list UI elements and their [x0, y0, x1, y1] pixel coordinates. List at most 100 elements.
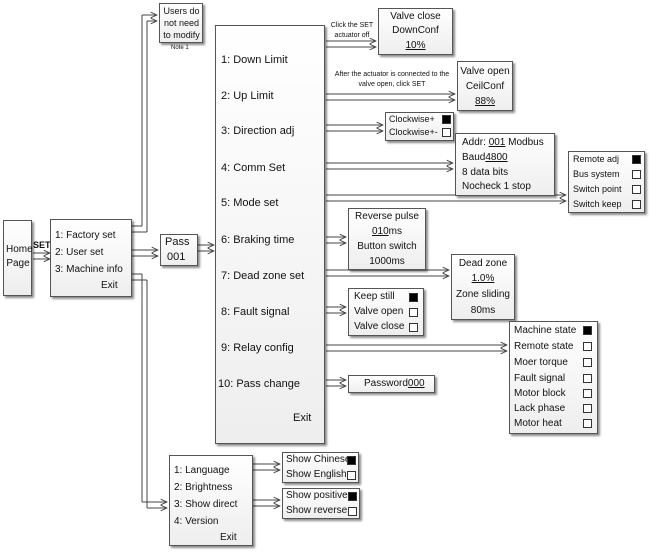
password-label: Password	[364, 378, 408, 389]
user-item-language[interactable]: 1: Language	[174, 465, 230, 476]
relay-checkbox-2[interactable]	[583, 342, 592, 351]
factory-item-direction-adj[interactable]: 3: Direction adj	[221, 125, 295, 137]
relay-option-fault-signal[interactable]: Fault signal	[514, 373, 566, 384]
fault-option-valve-close[interactable]: Valve close	[354, 321, 405, 332]
fault-option-keep-still[interactable]: Keep still	[354, 291, 395, 302]
user-item-version[interactable]: 4: Version	[174, 516, 219, 527]
factory-menu-exit[interactable]: Exit	[293, 412, 312, 424]
dead-zone-line3: Zone sliding	[456, 289, 510, 300]
factory-item-mode-set[interactable]: 5: Mode set	[221, 197, 279, 209]
factory-item-relay-config[interactable]: 9: Relay config	[221, 342, 294, 354]
user-menu-box: 1: Language 2: Brightness 3: Show direct…	[169, 455, 253, 546]
show-direct-checkbox-2[interactable]	[348, 507, 357, 516]
dead-zone-title: Dead zone	[458, 258, 508, 269]
relay-checkbox-3[interactable]	[583, 358, 592, 367]
show-direct-options-box: Show positive Show reverse	[282, 488, 360, 519]
mode-checkbox-2[interactable]	[632, 170, 641, 179]
relay-checkbox-6[interactable]	[583, 404, 592, 413]
user-item-brightness[interactable]: 2: Brightness	[174, 482, 233, 493]
braking-value[interactable]: 010	[371, 226, 389, 237]
factory-item-pass-change[interactable]: 10: Pass change	[218, 378, 300, 390]
factory-item-comm-set[interactable]: 4: Comm Set	[221, 162, 286, 174]
comm-protocol: Modbus	[508, 137, 544, 148]
relay-option-moer-torque[interactable]: Moer torque	[514, 357, 568, 368]
user-menu-exit[interactable]: Exit	[220, 532, 237, 543]
up-limit-value: 88%	[474, 96, 495, 107]
language-option-chinese[interactable]: Show Chinese	[286, 454, 351, 465]
menu-item-user-set[interactable]: 2: User set	[55, 247, 104, 258]
mode-option-remote-adj[interactable]: Remote adj	[573, 154, 620, 164]
direction-option-clockwise-plus-minus[interactable]: Clockwise+-	[389, 127, 438, 137]
home-page-label: Home Page	[6, 244, 33, 269]
braking-line1: Reverse pulse	[355, 211, 419, 222]
comm-baud-value[interactable]: 4800	[485, 152, 508, 163]
factory-item-up-limit[interactable]: 2: Up Limit	[221, 90, 274, 102]
relay-checkbox-7[interactable]	[583, 419, 592, 428]
down-limit-line1: Valve close	[390, 11, 441, 22]
mode-checkbox-3[interactable]	[632, 185, 641, 194]
relay-checkbox-4[interactable]	[583, 374, 592, 383]
show-direct-option-positive[interactable]: Show positive	[286, 490, 348, 501]
menu-item-factory-set[interactable]: 1: Factory set	[55, 230, 116, 241]
show-direct-option-reverse[interactable]: Show reverse	[286, 505, 348, 516]
direction-options-box: Clockwise+ Clockwise+-	[385, 112, 454, 141]
up-limit-hint: After the actuator is connected to the v…	[334, 71, 450, 88]
relay-option-motor-heat[interactable]: Motor heat	[514, 418, 562, 429]
relay-option-motor-block[interactable]: Motor block	[514, 388, 566, 399]
show-direct-checkbox-1[interactable]	[348, 492, 357, 501]
braking-unit: ms	[388, 226, 403, 237]
down-limit-line2: DownConf	[392, 25, 439, 36]
language-option-english[interactable]: Show English	[286, 469, 347, 480]
main-menu-box: 1: Factory set 2: User set 3: Machine in…	[50, 219, 132, 297]
user-item-show-direct[interactable]: 3: Show direct	[174, 499, 238, 510]
password-box: Password000	[348, 375, 435, 393]
home-page-box[interactable]: Home Page	[3, 220, 33, 296]
down-limit-value: 10%	[405, 40, 426, 51]
password-row: Password000	[364, 378, 425, 389]
mode-checkbox-4[interactable]	[632, 200, 641, 209]
down-limit-hint: Click the SET actuator off	[330, 22, 374, 39]
mode-option-switch-keep[interactable]: Switch keep	[573, 199, 622, 209]
pass-box[interactable]: Pass 001	[160, 234, 198, 266]
comm-baud-row: Baud4800	[462, 152, 508, 163]
up-limit-box: Valve open CeilConf 88%	[457, 61, 513, 111]
fault-checkbox-1[interactable]	[409, 293, 418, 302]
fault-option-valve-open[interactable]: Valve open	[354, 306, 404, 317]
relay-options-box: Machine state Remote state Moer torque F…	[509, 321, 598, 434]
factory-item-braking-time[interactable]: 6: Braking time	[221, 234, 295, 246]
braking-line4: 1000ms	[369, 256, 405, 267]
users-note-text: Users do not need to modify	[163, 6, 200, 40]
relay-option-lack-phase[interactable]: Lack phase	[514, 403, 566, 414]
dead-zone-value[interactable]: 1.0%	[471, 273, 495, 284]
mode-option-switch-point[interactable]: Switch point	[573, 184, 622, 194]
relay-checkbox-5[interactable]	[583, 389, 592, 398]
relay-checkbox-1[interactable]	[583, 326, 592, 335]
password-value[interactable]: 000	[407, 378, 425, 389]
relay-option-remote-state[interactable]: Remote state	[514, 341, 574, 352]
comm-addr-value[interactable]: 001	[488, 137, 506, 148]
language-options-box: Show Chinese Show English	[282, 452, 359, 483]
mode-checkbox-1[interactable]	[632, 155, 641, 164]
braking-value-row: 010ms	[349, 226, 425, 237]
pass-value: 001	[167, 251, 186, 263]
dead-zone-box: Dead zone 1.0% Zone sliding 80ms	[451, 254, 515, 320]
language-checkbox-1[interactable]	[347, 456, 356, 465]
mode-option-bus-system[interactable]: Bus system	[573, 169, 620, 179]
menu-item-machine-info[interactable]: 3: Machine info	[55, 264, 123, 275]
comm-check: Nocheck 1 stop	[462, 181, 531, 192]
factory-item-dead-zone-set[interactable]: 7: Dead zone set	[221, 270, 305, 282]
dead-zone-line4: 80ms	[470, 305, 496, 316]
direction-option-clockwise-plus[interactable]: Clockwise+	[389, 114, 435, 124]
fault-checkbox-2[interactable]	[409, 308, 418, 317]
down-limit-box: Valve close DownConf 10%	[378, 8, 453, 55]
relay-option-machine-state[interactable]: Machine state	[514, 325, 577, 336]
direction-checkbox-2[interactable]	[442, 128, 451, 137]
comm-addr-row: Addr: 001 Modbus	[462, 137, 544, 148]
direction-checkbox-1[interactable]	[442, 115, 451, 124]
language-checkbox-2[interactable]	[347, 471, 356, 480]
factory-item-down-limit[interactable]: 1: Down Limit	[221, 54, 288, 66]
fault-checkbox-3[interactable]	[409, 323, 418, 332]
main-menu-exit[interactable]: Exit	[101, 280, 118, 291]
factory-item-fault-signal[interactable]: 8: Fault signal	[221, 306, 290, 318]
